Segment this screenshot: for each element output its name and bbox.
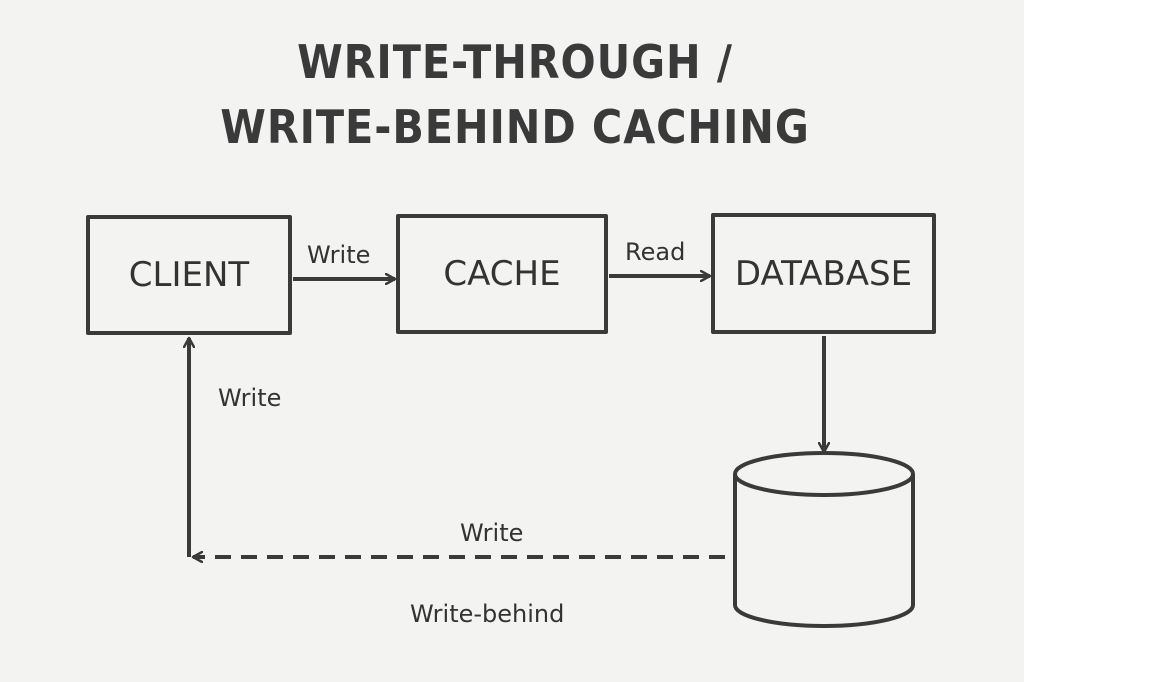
cache-box: CACHE: [396, 214, 608, 334]
edge-label-cache-to-database: Read: [625, 238, 686, 266]
client-label: CLIENT: [128, 255, 250, 295]
cache-label: CACHE: [443, 254, 561, 294]
client-box: CLIENT: [86, 215, 292, 335]
edge-label-to-client: Write: [218, 384, 282, 412]
diagram-title-line-2: WRITE-BEHIND CACHING: [220, 100, 810, 154]
edge-label-write-behind: Write-behind: [410, 600, 565, 628]
diagram-connectors: [0, 0, 915, 628]
diagram-canvas: WRITE-THROUGH / WRITE-BEHIND CACHING CLI…: [0, 0, 1024, 682]
database-label: DATABASE: [734, 253, 913, 294]
edge-label-client-to-cache: Write: [307, 241, 371, 269]
storage-cylinder: [733, 451, 915, 628]
diagram-title-line-1: WRITE-THROUGH /: [297, 35, 733, 89]
edge-label-storage-to-client: Write: [460, 519, 524, 547]
database-box: DATABASE: [711, 213, 936, 334]
